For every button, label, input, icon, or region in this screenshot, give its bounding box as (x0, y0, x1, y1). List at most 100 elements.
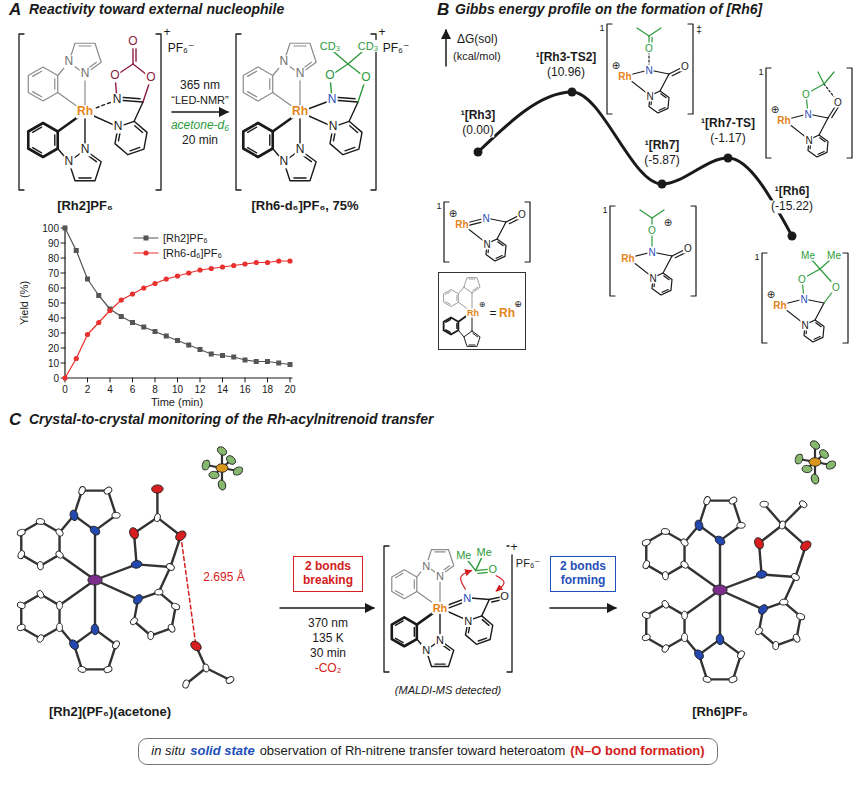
data-point (175, 338, 180, 343)
ortep-atom (736, 650, 745, 660)
charge: + (509, 541, 518, 554)
atom-label: Rh (432, 602, 449, 614)
bond-line (33, 148, 42, 153)
bracket (507, 546, 512, 672)
node-text: ⊕ (514, 300, 522, 309)
data-point (220, 264, 225, 269)
energy-point (724, 154, 733, 163)
ortep-atom (54, 550, 64, 560)
ortep-atom (661, 599, 670, 609)
atom-label: O (127, 35, 138, 48)
axis-tick: 70 (47, 268, 60, 279)
ortep-atom (16, 623, 26, 631)
ortep-bond (719, 590, 721, 639)
ortep-atom (694, 519, 704, 531)
energy-value: (-5.87) (643, 154, 680, 167)
bond-line (79, 45, 91, 46)
bond-line (444, 318, 459, 335)
data-point (175, 273, 180, 278)
node-text: Rh (466, 309, 480, 318)
ortep-atom (77, 665, 87, 673)
ortep-atom (810, 473, 820, 485)
axis-arrow (445, 30, 447, 66)
bond-line (28, 67, 57, 101)
panel-letter: A (8, 1, 22, 20)
atom-label: N (80, 143, 91, 156)
ortep-atom (201, 459, 211, 471)
tick (155, 378, 156, 382)
ortep-atom (232, 465, 244, 476)
species-label: ¹[Rh7] (644, 139, 681, 152)
panel-letter: B (436, 1, 450, 20)
electron-arrow (461, 571, 472, 590)
bond-line (395, 573, 403, 577)
distance-label: 2.695 Å (202, 571, 245, 584)
bond-line (334, 52, 348, 64)
tick (61, 288, 65, 289)
tick (87, 378, 88, 382)
note: (MALDI-MS detected) (394, 684, 502, 696)
axis-tick: 40 (47, 313, 60, 324)
species-label: ¹[Rh3] (460, 109, 497, 122)
ortep-atom (147, 631, 154, 640)
axis-unit: (kcal/mol) (452, 50, 502, 62)
panel-title: Gibbs energy profile on the formation of… (454, 2, 763, 17)
data-point (276, 258, 281, 263)
node-text: in situ (151, 744, 185, 759)
ortep-atom (825, 459, 837, 470)
data-point (152, 281, 157, 286)
energy-point (788, 232, 797, 241)
ortep-atom (760, 501, 768, 507)
ortep-atom (772, 641, 779, 650)
ortep-atom (809, 458, 821, 467)
compound-label: [Rh6-d₆]PF₆, 75% (250, 199, 359, 213)
spin-label: 1 (753, 253, 760, 263)
tick (61, 273, 65, 274)
bond-line (248, 71, 257, 76)
condition: “LED-NMR” (170, 94, 229, 106)
axis-line (65, 377, 292, 378)
atom-label: Me (455, 549, 472, 561)
ortep-atom (112, 512, 121, 519)
data-point (288, 362, 293, 367)
reaction-arrow (550, 607, 616, 609)
bond-line (818, 72, 824, 84)
bond-line (497, 222, 506, 239)
spin-label: 1 (598, 24, 605, 34)
ortep-atom (661, 643, 671, 653)
legend-sample (144, 236, 149, 241)
tick (200, 378, 201, 382)
bond-line (662, 290, 668, 293)
bond-line (824, 72, 834, 84)
ortep-atom (217, 479, 227, 491)
node-text: solid state (190, 744, 254, 759)
bond-line (33, 92, 42, 97)
condition: 20 min (181, 134, 219, 147)
ortep-bond (764, 504, 782, 525)
axis-tick: 30 (47, 328, 60, 339)
bond-line (444, 290, 459, 307)
atom-label: N (645, 90, 654, 101)
bond-line (649, 28, 661, 36)
bracket (384, 546, 389, 672)
ortep-atom (57, 623, 63, 631)
data-point (276, 361, 281, 366)
bond-line (33, 127, 42, 132)
axis-tick: 12 (193, 384, 206, 395)
axis-tick: 0 (52, 373, 60, 384)
bond-line (458, 287, 464, 294)
ortep-atom (641, 633, 651, 641)
bond-line (473, 287, 478, 291)
atom-label: N (295, 67, 306, 80)
charge: ⊕ (766, 289, 776, 300)
axis-tick: 100 (41, 223, 60, 234)
bond-line (248, 127, 257, 132)
bracket (19, 34, 24, 190)
atom-label: N (648, 272, 657, 283)
data-point (85, 277, 90, 282)
atom-label: N (435, 570, 445, 582)
charge: + (377, 26, 386, 39)
bond-line (473, 333, 478, 337)
ortep-atom (809, 439, 821, 451)
bond-line (456, 323, 457, 328)
